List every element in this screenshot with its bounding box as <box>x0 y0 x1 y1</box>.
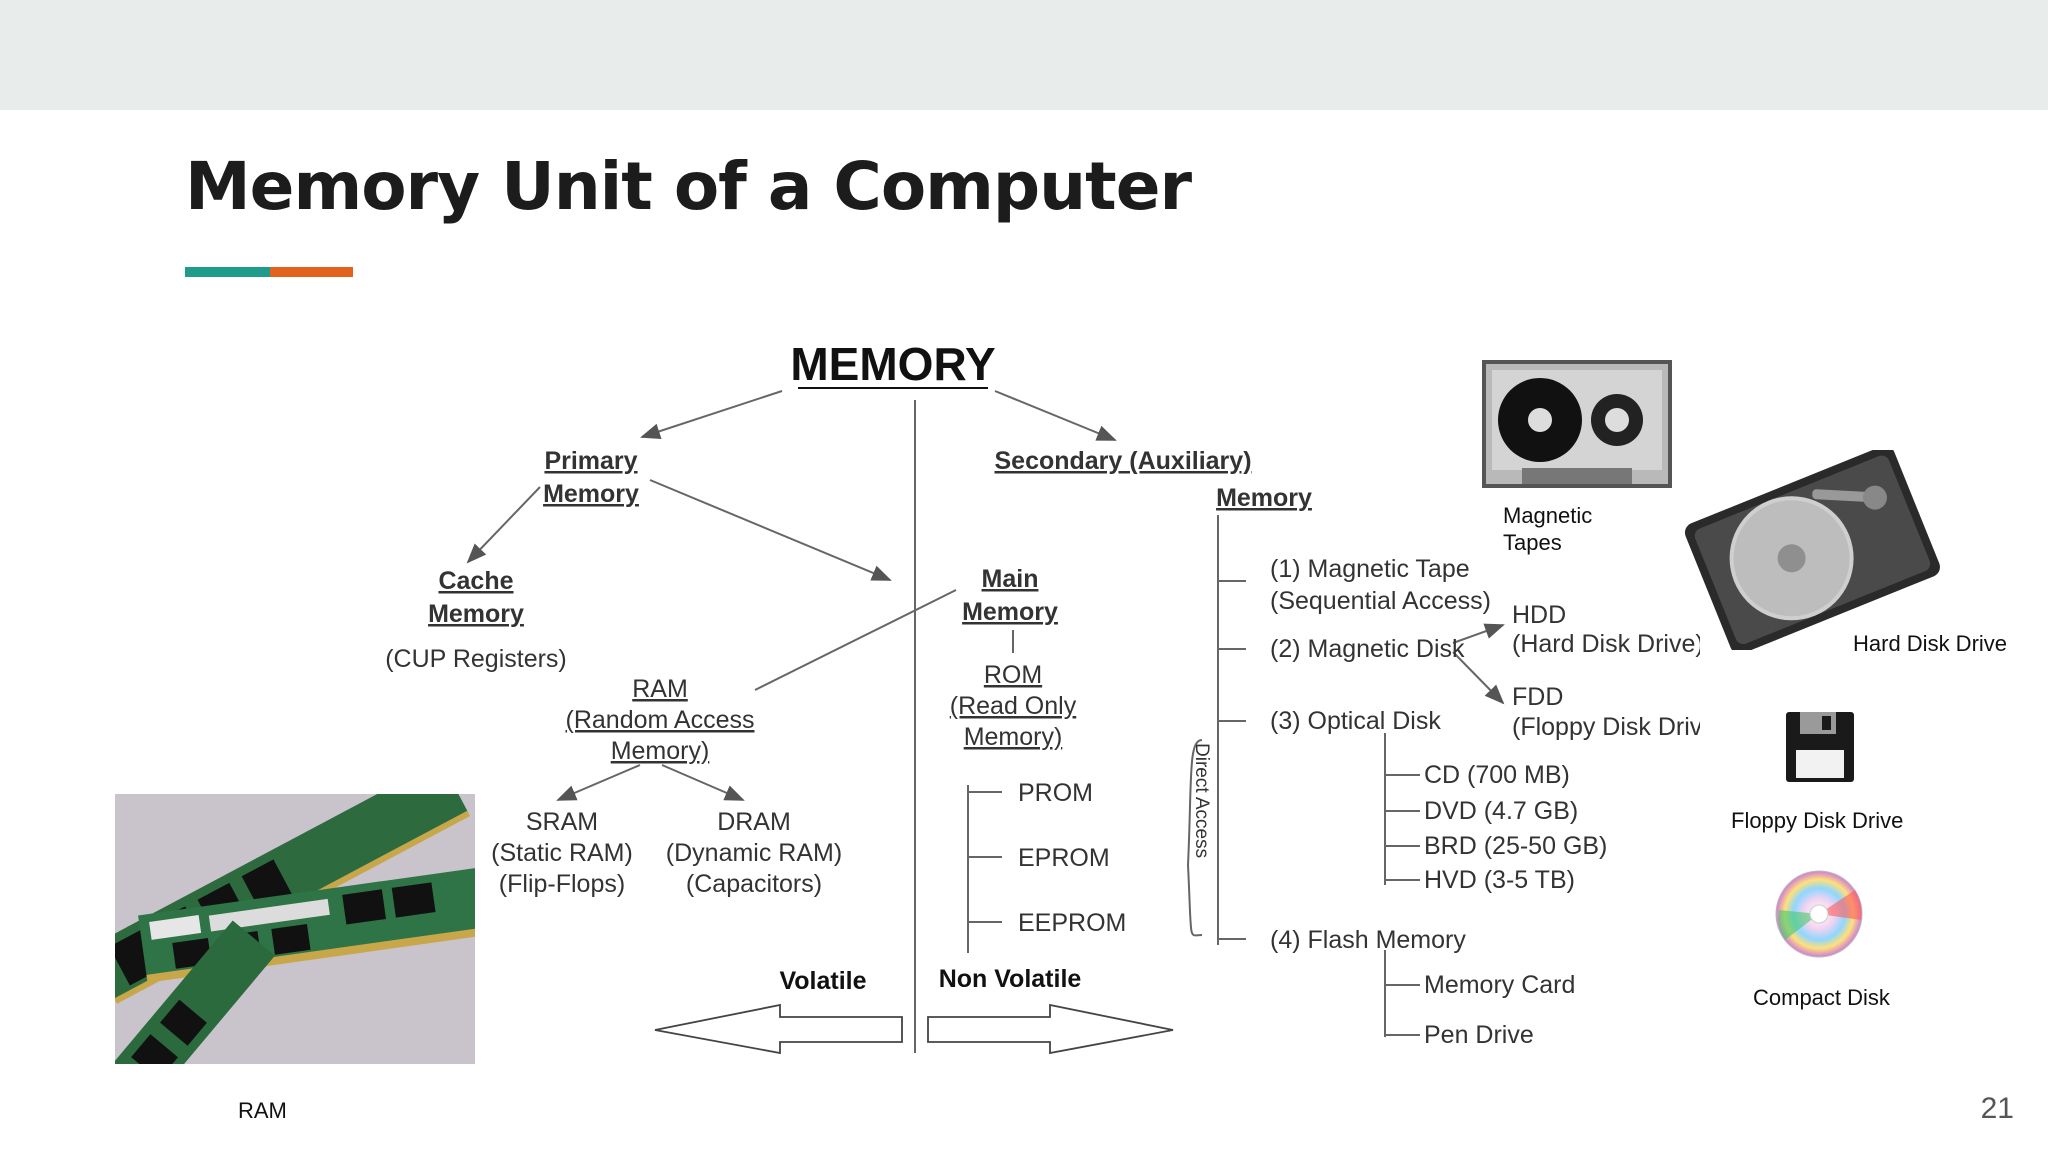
line-main-ram <box>754 589 957 691</box>
rom-label-2: (Read Only <box>950 692 1077 720</box>
magnetic-tapes-caption-1: Magnetic <box>1503 503 1593 528</box>
ram-label-1: RAM <box>632 675 688 703</box>
memory-hierarchy-diagram: MEMORY Primary Memory Secondary (Auxilia… <box>385 338 1700 1055</box>
direct-access-brace <box>1186 739 1203 937</box>
prom-label: PROM <box>1018 779 1093 807</box>
arrow-to-main <box>649 479 892 581</box>
eprom-label: EPROM <box>1018 844 1110 872</box>
memory-root-label: MEMORY <box>790 338 995 390</box>
eeprom-label: EEPROM <box>1018 909 1126 937</box>
dram-label-1: DRAM <box>717 808 791 836</box>
dram-label-3: (Capacitors) <box>686 870 822 898</box>
sram-label-2: (Static RAM) <box>491 839 633 867</box>
primary-memory-label-2: Memory <box>543 480 639 508</box>
arrow-to-secondary <box>994 390 1117 441</box>
magnetic-tapes-caption-2: Tapes <box>1503 530 1562 555</box>
floppy-disk-icon <box>1786 712 1854 782</box>
sram-label-3: (Flip-Flops) <box>499 870 625 898</box>
non-volatile-arrow <box>927 1003 1174 1055</box>
ram-label-2: (Random Access <box>566 706 755 734</box>
arrow-to-sram <box>556 764 641 801</box>
magnetic-tape-label-2: (Sequential Access) <box>1270 587 1491 615</box>
cache-note: (CUP Registers) <box>385 645 567 673</box>
arrow-to-cache <box>466 486 541 564</box>
primary-memory-label-1: Primary <box>544 447 637 475</box>
hard-disk-image <box>1684 450 1940 650</box>
fdd-label-1: FDD <box>1512 683 1563 711</box>
optical-disk-label: (3) Optical Disk <box>1270 707 1441 735</box>
cd-label: CD (700 MB) <box>1424 761 1570 789</box>
fdd-label-2: (Floppy Disk Drive) <box>1512 713 1700 741</box>
hdd-label-1: HDD <box>1512 601 1566 629</box>
cache-memory-label-2: Memory <box>428 600 524 628</box>
magnetic-tape-label-1: (1) Magnetic Tape <box>1270 555 1470 583</box>
ram-label-3: Memory) <box>611 737 710 765</box>
rom-label-3: Memory) <box>964 723 1063 751</box>
arrow-to-dram <box>661 764 745 801</box>
rom-label-1: ROM <box>984 661 1042 689</box>
hdd-label-2: (Hard Disk Drive) <box>1512 630 1700 658</box>
dvd-label: DVD (4.7 GB) <box>1424 797 1578 825</box>
flash-memory-label: (4) Flash Memory <box>1270 926 1466 954</box>
accent-bar-orange <box>270 267 353 277</box>
ram-module-image <box>115 794 475 1064</box>
top-banner <box>0 0 2048 110</box>
direct-access-label: Direct Access <box>1191 743 1212 858</box>
volatile-arrow <box>654 1003 903 1055</box>
volatile-label: Volatile <box>779 967 866 995</box>
hvd-label: HVD (3-5 TB) <box>1424 866 1575 894</box>
brd-label: BRD (25-50 GB) <box>1424 832 1607 860</box>
compact-disk-caption: Compact Disk <box>1753 985 1890 1010</box>
hard-disk-caption: Hard Disk Drive <box>1853 631 2008 656</box>
compact-disk-icon <box>1775 870 1863 958</box>
main-memory-label-2: Memory <box>962 598 1058 626</box>
dram-label-2: (Dynamic RAM) <box>666 839 842 867</box>
secondary-memory-label-2: Memory <box>1216 484 1312 512</box>
slide-title: Memory Unit of a Computer <box>185 148 1192 225</box>
memory-card-label: Memory Card <box>1424 971 1575 999</box>
non-volatile-label: Non Volatile <box>939 965 1082 993</box>
sram-label-1: SRAM <box>526 808 598 836</box>
arrow-to-primary <box>640 390 783 439</box>
secondary-memory-label-1: Secondary (Auxiliary) <box>994 447 1251 475</box>
ram-caption: RAM <box>238 1098 287 1123</box>
pen-drive-label: Pen Drive <box>1424 1021 1534 1049</box>
cache-memory-label-1: Cache <box>438 567 513 595</box>
main-memory-label-1: Main <box>982 565 1039 593</box>
page-number: 21 <box>1980 1092 2014 1125</box>
magnetic-tape-image <box>1482 360 1672 488</box>
magnetic-disk-label: (2) Magnetic Disk <box>1270 635 1465 663</box>
accent-bar-teal <box>185 267 270 277</box>
floppy-caption: Floppy Disk Drive <box>1731 808 1904 833</box>
